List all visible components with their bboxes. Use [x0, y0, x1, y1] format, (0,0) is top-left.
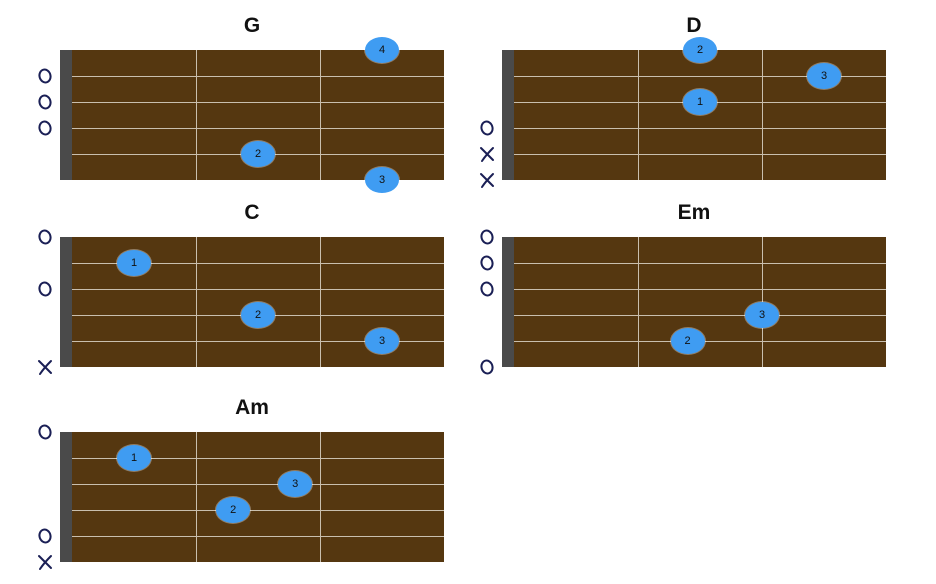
nut — [60, 50, 72, 180]
open-string-icon — [480, 255, 494, 271]
string-line — [72, 510, 444, 511]
string-line — [514, 154, 886, 155]
string-line — [72, 458, 444, 459]
finger-dot: 1 — [683, 89, 717, 115]
chord-diagram-em: Em 3 2 — [476, 199, 886, 387]
string-line — [72, 536, 444, 537]
muted-string-icon — [38, 360, 52, 375]
chord-diagram-am: Am 1 3 2 — [34, 394, 444, 582]
string-line — [514, 263, 886, 264]
fret-line — [320, 237, 321, 367]
string-line — [514, 76, 886, 77]
muted-string-icon — [480, 147, 494, 162]
nut — [60, 432, 72, 562]
open-string-icon — [38, 94, 52, 110]
fret-line — [196, 50, 197, 180]
string-line — [514, 128, 886, 129]
finger-dot: 2 — [241, 302, 275, 328]
fret-line — [762, 50, 763, 180]
open-string-icon — [480, 229, 494, 245]
chord-title: G — [243, 14, 261, 37]
open-string-icon — [480, 120, 494, 136]
finger-dot: 3 — [807, 63, 841, 89]
finger-dot: 2 — [670, 328, 705, 354]
finger-dot: 3 — [278, 471, 313, 497]
finger-dot: 2 — [683, 37, 717, 63]
fretboard — [514, 50, 886, 180]
finger-dot: 2 — [241, 141, 275, 167]
chord-title: Am — [235, 396, 269, 419]
muted-string-icon — [38, 555, 52, 570]
finger-dot: 1 — [117, 250, 151, 276]
chord-title: D — [686, 14, 702, 37]
fret-line — [320, 50, 321, 180]
finger-dot: 1 — [117, 445, 151, 471]
string-line — [514, 315, 886, 316]
nut — [502, 237, 514, 367]
open-string-icon — [38, 229, 52, 245]
open-string-icon — [38, 528, 52, 544]
nut — [60, 237, 72, 367]
nut — [502, 50, 514, 180]
fret-line — [196, 237, 197, 367]
open-string-icon — [38, 281, 52, 297]
string-line — [72, 484, 444, 485]
fret-line — [320, 432, 321, 562]
string-line — [72, 102, 444, 103]
finger-dot: 3 — [365, 167, 399, 193]
muted-string-icon — [480, 173, 494, 188]
string-line — [72, 76, 444, 77]
finger-dot: 3 — [745, 302, 779, 328]
open-string-icon — [38, 120, 52, 136]
chord-diagram-c: C 1 2 3 — [34, 199, 444, 387]
chord-diagram-g: G 4 2 3 — [34, 12, 444, 200]
finger-dot: 2 — [216, 497, 251, 523]
string-line — [72, 289, 444, 290]
finger-dot: 4 — [365, 37, 399, 63]
chord-title: C — [244, 201, 260, 224]
fret-line — [196, 432, 197, 562]
open-string-icon — [480, 359, 494, 375]
fret-line — [638, 237, 639, 367]
string-line — [72, 128, 444, 129]
open-string-icon — [480, 281, 494, 297]
string-line — [72, 263, 444, 264]
string-line — [514, 289, 886, 290]
finger-dot: 3 — [365, 328, 399, 354]
chord-title: Em — [677, 201, 711, 224]
open-string-icon — [38, 424, 52, 440]
string-line — [72, 341, 444, 342]
open-string-icon — [38, 68, 52, 84]
fret-line — [638, 50, 639, 180]
